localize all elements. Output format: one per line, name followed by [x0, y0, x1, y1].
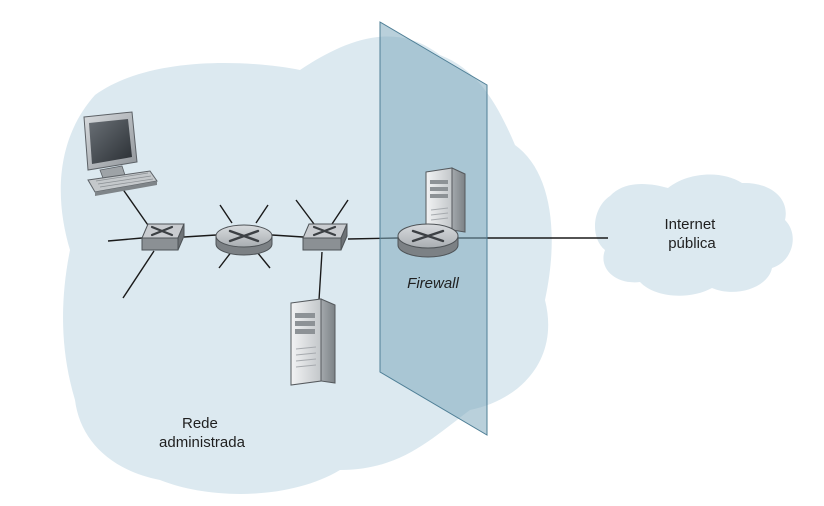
ethernet-switch-icon	[302, 223, 348, 251]
public-internet-label-line2: pública	[668, 235, 716, 252]
link-switch2-stub-ur	[331, 199, 349, 225]
link-pc-switch	[121, 187, 151, 229]
desktop-computer-icon	[83, 111, 158, 196]
link-router-stub-ul	[219, 204, 233, 224]
link-switch-left-stub	[107, 237, 143, 242]
managed-network-label-line2: administrada	[159, 434, 246, 451]
firewall-label: Firewall	[407, 275, 459, 292]
server-tower-icon	[425, 167, 466, 235]
public-internet-label: Internet pública	[664, 216, 719, 252]
router-icon	[397, 223, 459, 258]
link-router-switch2	[271, 234, 304, 238]
link-switch-router	[183, 234, 217, 238]
managed-network-label-line1: Rede	[182, 415, 218, 432]
server-tower-icon	[290, 298, 336, 386]
public-internet-cloud	[594, 174, 793, 296]
managed-network-label: Rede administrada	[159, 415, 246, 451]
link-switch2-stub-ul	[295, 199, 315, 225]
ethernet-switch-icon	[141, 223, 185, 251]
link-router-stub-ur	[255, 204, 269, 224]
link-switch-down-stub	[122, 250, 155, 299]
link-router-stub-lr	[256, 251, 271, 269]
link-switch2-server	[318, 251, 323, 301]
public-internet-label-line1: Internet	[664, 216, 716, 233]
router-icon	[215, 224, 273, 256]
